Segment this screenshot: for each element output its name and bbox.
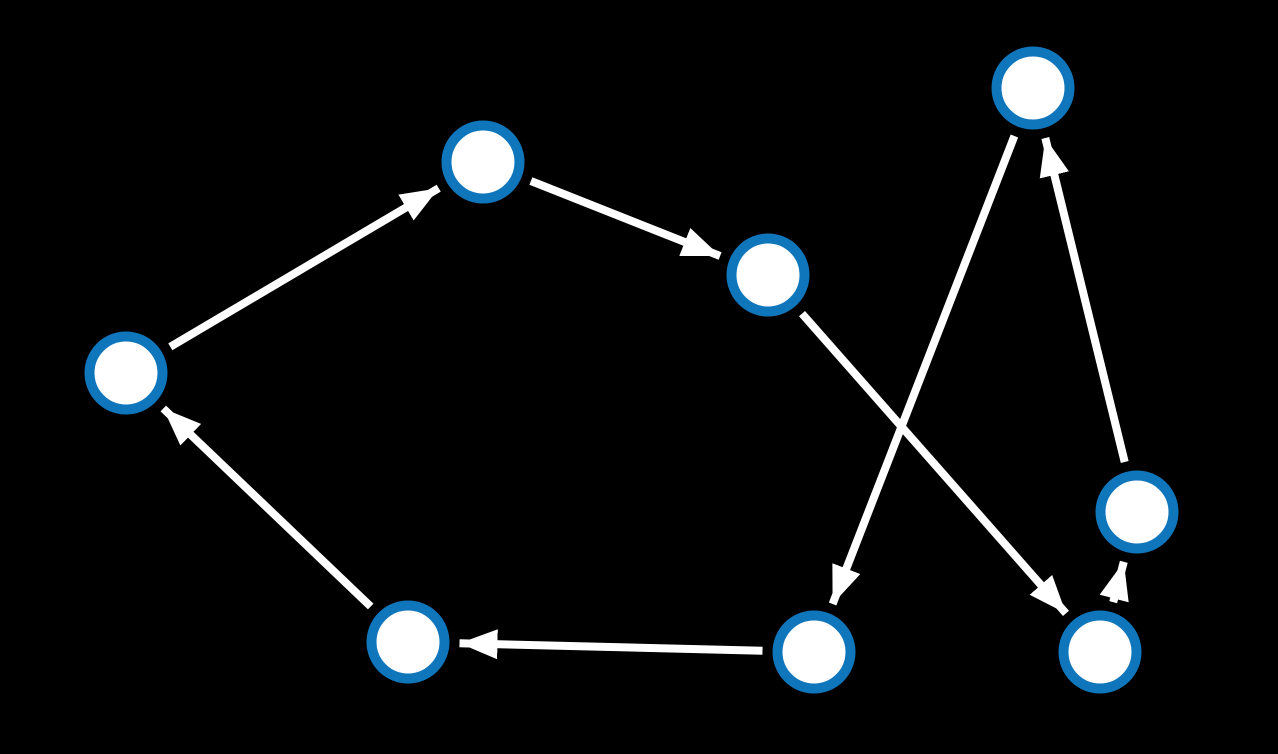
graph-edge-node-left-to-node-upper-left: [168, 184, 441, 351]
graph-edge-node-center-to-node-bottom-right: [798, 310, 1070, 617]
graph-node-left[interactable]: [84, 331, 168, 415]
graph-node-top-right[interactable]: [991, 46, 1075, 130]
node-layer: [84, 46, 1179, 694]
graph-edge-node-top-right-to-node-bottom-center: [828, 134, 1019, 606]
graph-edge-node-right-to-node-top-right: [1039, 137, 1129, 463]
graph-node-center[interactable]: [726, 233, 810, 317]
graph-node-bottom-right[interactable]: [1058, 610, 1142, 694]
edge-layer: [160, 134, 1129, 660]
graph-edge-node-upper-left-to-node-center: [529, 177, 722, 260]
graph-edge-node-bottom-left-to-node-left: [160, 405, 374, 610]
graph-node-bottom-center[interactable]: [772, 610, 856, 694]
graph-node-bottom-left[interactable]: [366, 600, 450, 684]
graph-edge-node-bottom-center-to-node-bottom-left: [459, 629, 763, 660]
graph-edge-node-bottom-right-to-node-right: [1099, 560, 1129, 604]
graph-node-right[interactable]: [1095, 470, 1179, 554]
graph-node-upper-left[interactable]: [441, 120, 525, 204]
